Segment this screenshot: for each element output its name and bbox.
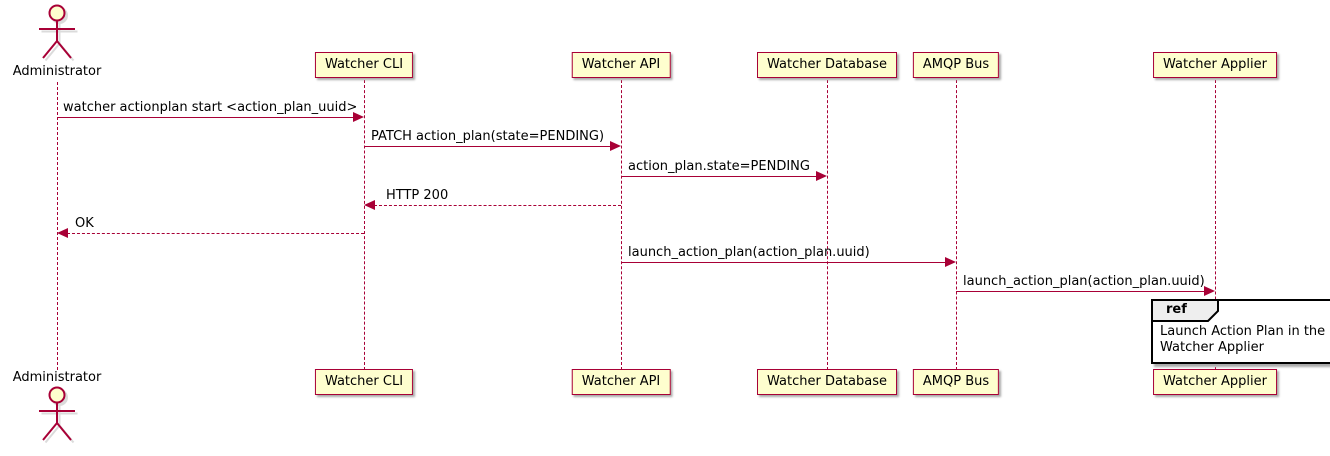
arrowhead-icon (353, 112, 364, 122)
actor-icon-top (39, 4, 78, 62)
message-line-1 (57, 117, 355, 118)
ref-fragment: ref Launch Action Plan in the Watcher Ap… (1151, 299, 1330, 364)
message-line-7 (956, 291, 1206, 292)
lifeline-watcher-applier (1215, 80, 1216, 370)
participant-amqp-bus-bottom: AMQP Bus (912, 369, 1000, 395)
participant-watcher-api-top: Watcher API (571, 52, 671, 78)
participant-watcher-api-bottom: Watcher API (571, 369, 671, 395)
participant-watcher-applier-top: Watcher Applier (1153, 52, 1277, 78)
message-label-2: PATCH action_plan(state=PENDING) (371, 129, 605, 144)
ref-text: Launch Action Plan in the Watcher Applie… (1160, 324, 1326, 355)
participant-watcher-database-top: Watcher Database (757, 52, 897, 78)
message-line-4 (374, 205, 621, 206)
ref-keyword: ref (1166, 302, 1187, 317)
message-label-5: OK (75, 216, 94, 231)
message-line-3 (621, 176, 818, 177)
message-line-2 (364, 146, 612, 147)
message-label-7: launch_action_plan(action_plan.uuid) (963, 274, 1205, 289)
lifeline-administrator (57, 82, 58, 370)
message-label-6: launch_action_plan(action_plan.uuid) (628, 245, 870, 260)
message-line-6 (621, 262, 947, 263)
participant-watcher-applier-bottom: Watcher Applier (1153, 369, 1277, 395)
arrowhead-icon (945, 257, 956, 267)
actor-name-bottom: Administrator (12, 370, 102, 385)
participant-watcher-cli-bottom: Watcher CLI (314, 369, 414, 395)
message-line-5 (67, 233, 364, 234)
lifeline-watcher-cli (364, 80, 365, 370)
arrowhead-icon (1204, 286, 1215, 296)
actor-icon-bottom (39, 386, 78, 444)
participant-watcher-database-bottom: Watcher Database (757, 369, 897, 395)
lifeline-watcher-api (621, 80, 622, 370)
lifeline-amqp-bus (956, 80, 957, 370)
message-label-1: watcher actionplan start <action_plan_uu… (63, 100, 358, 115)
message-label-4: HTTP 200 (386, 188, 449, 203)
participant-watcher-cli-top: Watcher CLI (314, 52, 414, 78)
lifeline-watcher-database (827, 80, 828, 370)
message-label-3: action_plan.state=PENDING (628, 159, 810, 174)
participant-amqp-bus-top: AMQP Bus (912, 52, 1000, 78)
arrowhead-icon (364, 200, 375, 210)
ref-tab-icon (1151, 299, 1219, 322)
arrowhead-icon (57, 228, 68, 238)
arrowhead-icon (816, 171, 827, 181)
actor-name-top: Administrator (12, 64, 102, 79)
arrowhead-icon (610, 141, 621, 151)
